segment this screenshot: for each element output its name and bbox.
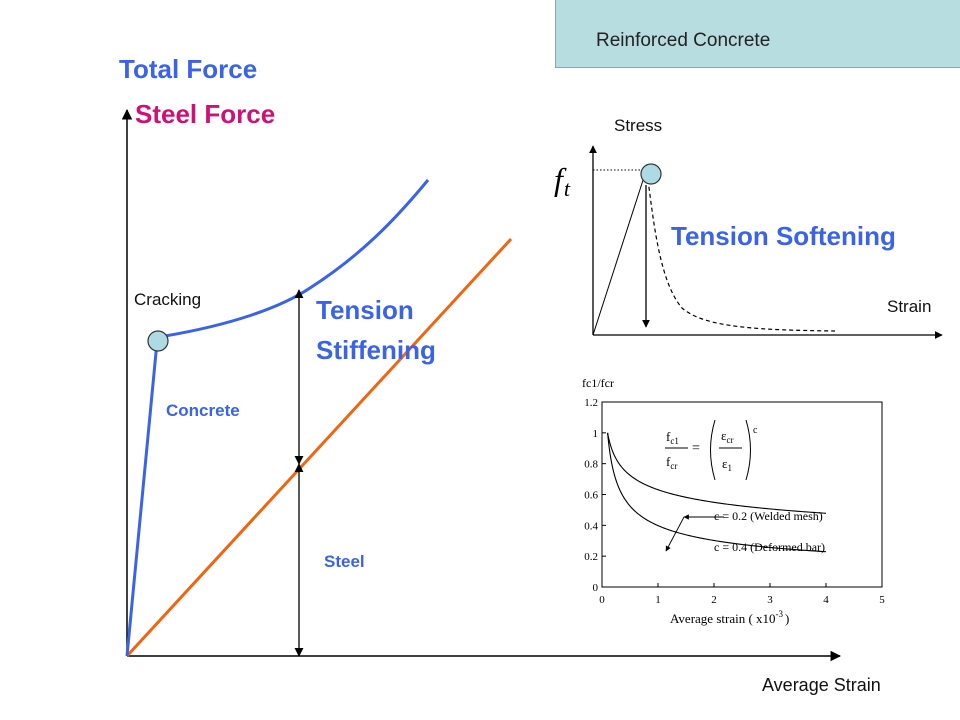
plot-y-tick-label: 0.8 — [584, 459, 598, 471]
main-chart: Total Force Steel Force Cracking Tension… — [119, 54, 881, 695]
plot-x-tick-label: 5 — [879, 594, 885, 606]
plot-series — [607, 432, 827, 553]
formula-rhs-num: εcr — [721, 428, 733, 445]
plot-ticks: 0 1 2 3 4 5 0 0.2 0.4 0.6 0.8 1 1.2 — [584, 397, 885, 606]
plot-x-tick-label: 0 — [599, 594, 605, 606]
formula-right-paren — [745, 419, 751, 481]
ft-symbol: ft — [554, 161, 571, 201]
plot-x-tick-label: 4 — [823, 594, 829, 606]
plot-fc1-fcr: 0 1 2 3 4 5 0 0.2 0.4 0.6 0.8 1 1.2 fc1/fcr Average … — [582, 376, 885, 626]
peak-point — [640, 163, 662, 185]
formula-equals: = — [692, 441, 700, 456]
stress-label: Stress — [614, 116, 662, 135]
header-title: Reinforced Concrete — [596, 30, 771, 51]
plot-x-tick-label: 3 — [767, 594, 773, 606]
plot-y-tick-label: 1 — [593, 428, 599, 440]
total-force-label: Total Force — [119, 54, 257, 84]
softening-curve — [647, 179, 836, 332]
formula-exponent: c — [753, 425, 758, 436]
plot-series-line-welded — [607, 432, 827, 514]
tension-stiffening-label-line2: Stiffening — [316, 335, 436, 365]
formula-left-paren — [710, 419, 716, 481]
callout-arrow-deformed — [665, 516, 685, 552]
series-label-welded: c = 0.2 (Welded mesh) — [714, 509, 823, 523]
plot-x-tick-label: 1 — [655, 594, 661, 606]
cracking-label: Cracking — [134, 290, 201, 309]
softening-elastic-line — [592, 173, 646, 336]
strain-label: Strain — [887, 297, 931, 316]
formula-rhs-den: ε1 — [722, 456, 732, 473]
formula-lhs-den: fcr — [666, 454, 677, 471]
plot-x-tick-label: 2 — [711, 594, 717, 606]
header-box: Reinforced Concrete — [555, 0, 960, 68]
steel-force-label: Steel Force — [135, 99, 275, 129]
plot-series-line-deformed — [607, 432, 827, 553]
tension-stiffening-label-line1: Tension — [316, 295, 414, 325]
average-strain-label: Average Strain — [762, 675, 881, 695]
softening-chart: Stress Strain ft Tension Softening — [554, 116, 943, 339]
plot-x-axis-title: Average strain ( x10-3) — [670, 609, 789, 626]
plot-frame — [601, 401, 883, 588]
steel-force-line — [125, 237, 513, 658]
tension-softening-label: Tension Softening — [671, 221, 896, 251]
formula: fc1 fcr = εcr ε1 c — [665, 419, 758, 481]
plot-y-tick-label: 0.4 — [584, 520, 598, 532]
formula-lhs-num: fc1 — [666, 429, 679, 446]
plot-y-tick-label: 0.2 — [584, 551, 598, 563]
plot-y-tick-label: 1.2 — [584, 397, 598, 409]
cracking-point — [147, 330, 169, 352]
plot-y-tick-label: 0.6 — [584, 490, 598, 502]
total-force-curve — [125, 179, 430, 657]
concrete-label: Concrete — [166, 401, 240, 420]
series-label-deformed: c = 0.4 (Deformed bar) — [714, 540, 825, 554]
plot-y-tick-label: 0 — [593, 582, 599, 594]
plot-y-axis-title: fc1/fcr — [582, 376, 614, 390]
steel-label: Steel — [324, 552, 365, 571]
